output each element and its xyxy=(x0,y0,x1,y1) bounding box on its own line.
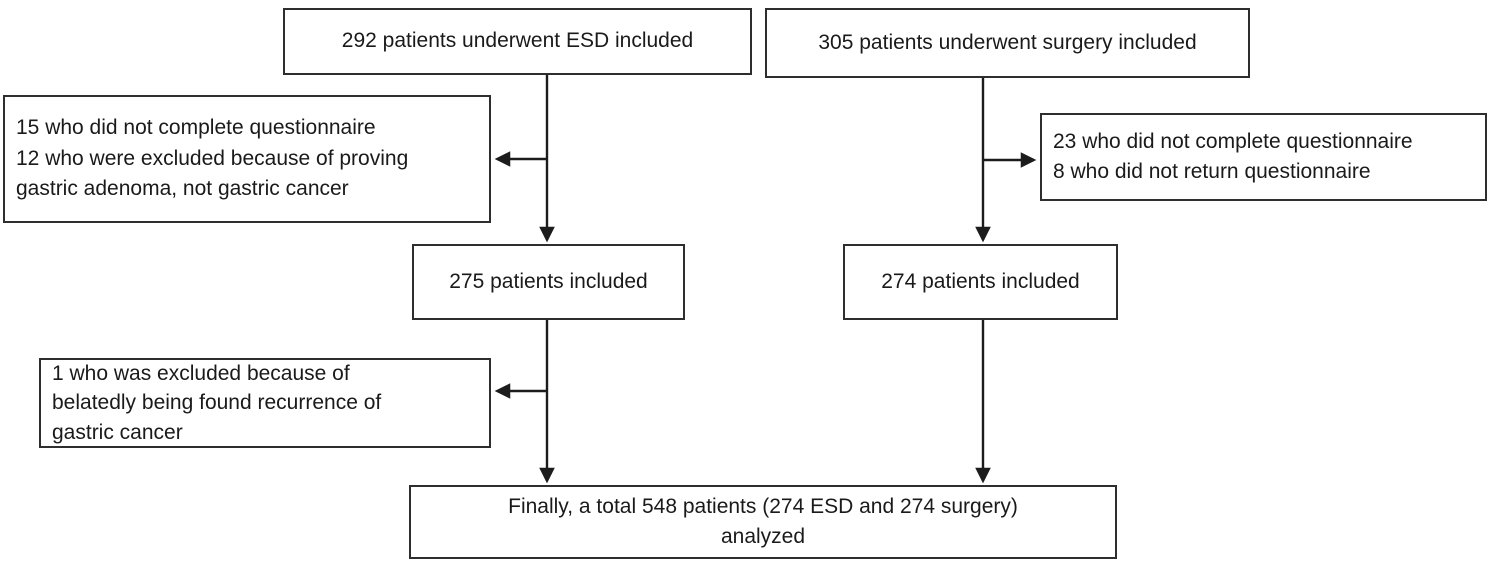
node-esd-exclusions-first: 15 who did not complete questionnaire 12… xyxy=(3,95,491,223)
node-esd-included-label: 275 patients included xyxy=(449,269,648,293)
node-esd-enrolled: 292 patients underwent ESD included xyxy=(283,8,752,75)
node-esd-included: 275 patients included xyxy=(412,244,685,320)
node-surgery-enrolled: 305 patients underwent surgery included xyxy=(765,8,1250,78)
node-esd-exclusions-second-label: 1 who was excluded because of belatedly … xyxy=(52,361,382,444)
node-surgery-exclusions: 23 who did not complete questionnaire 8 … xyxy=(1040,113,1487,201)
node-surgery-enrolled-label: 305 patients underwent surgery included xyxy=(818,30,1197,54)
node-esd-exclusions-first-label: 15 who did not complete questionnaire 12… xyxy=(16,116,409,201)
node-final-analyzed-label: Finally, a total 548 patients (274 ESD a… xyxy=(508,494,1018,548)
node-surgery-included: 274 patients included xyxy=(843,244,1118,320)
node-surgery-exclusions-label: 23 who did not complete questionnaire 8 … xyxy=(1053,129,1413,183)
node-esd-exclusions-second: 1 who was excluded because of belatedly … xyxy=(39,358,491,448)
node-esd-enrolled-label: 292 patients underwent ESD included xyxy=(341,29,694,53)
node-final-analyzed: Finally, a total 548 patients (274 ESD a… xyxy=(409,485,1117,559)
node-surgery-included-label: 274 patients included xyxy=(881,269,1080,293)
